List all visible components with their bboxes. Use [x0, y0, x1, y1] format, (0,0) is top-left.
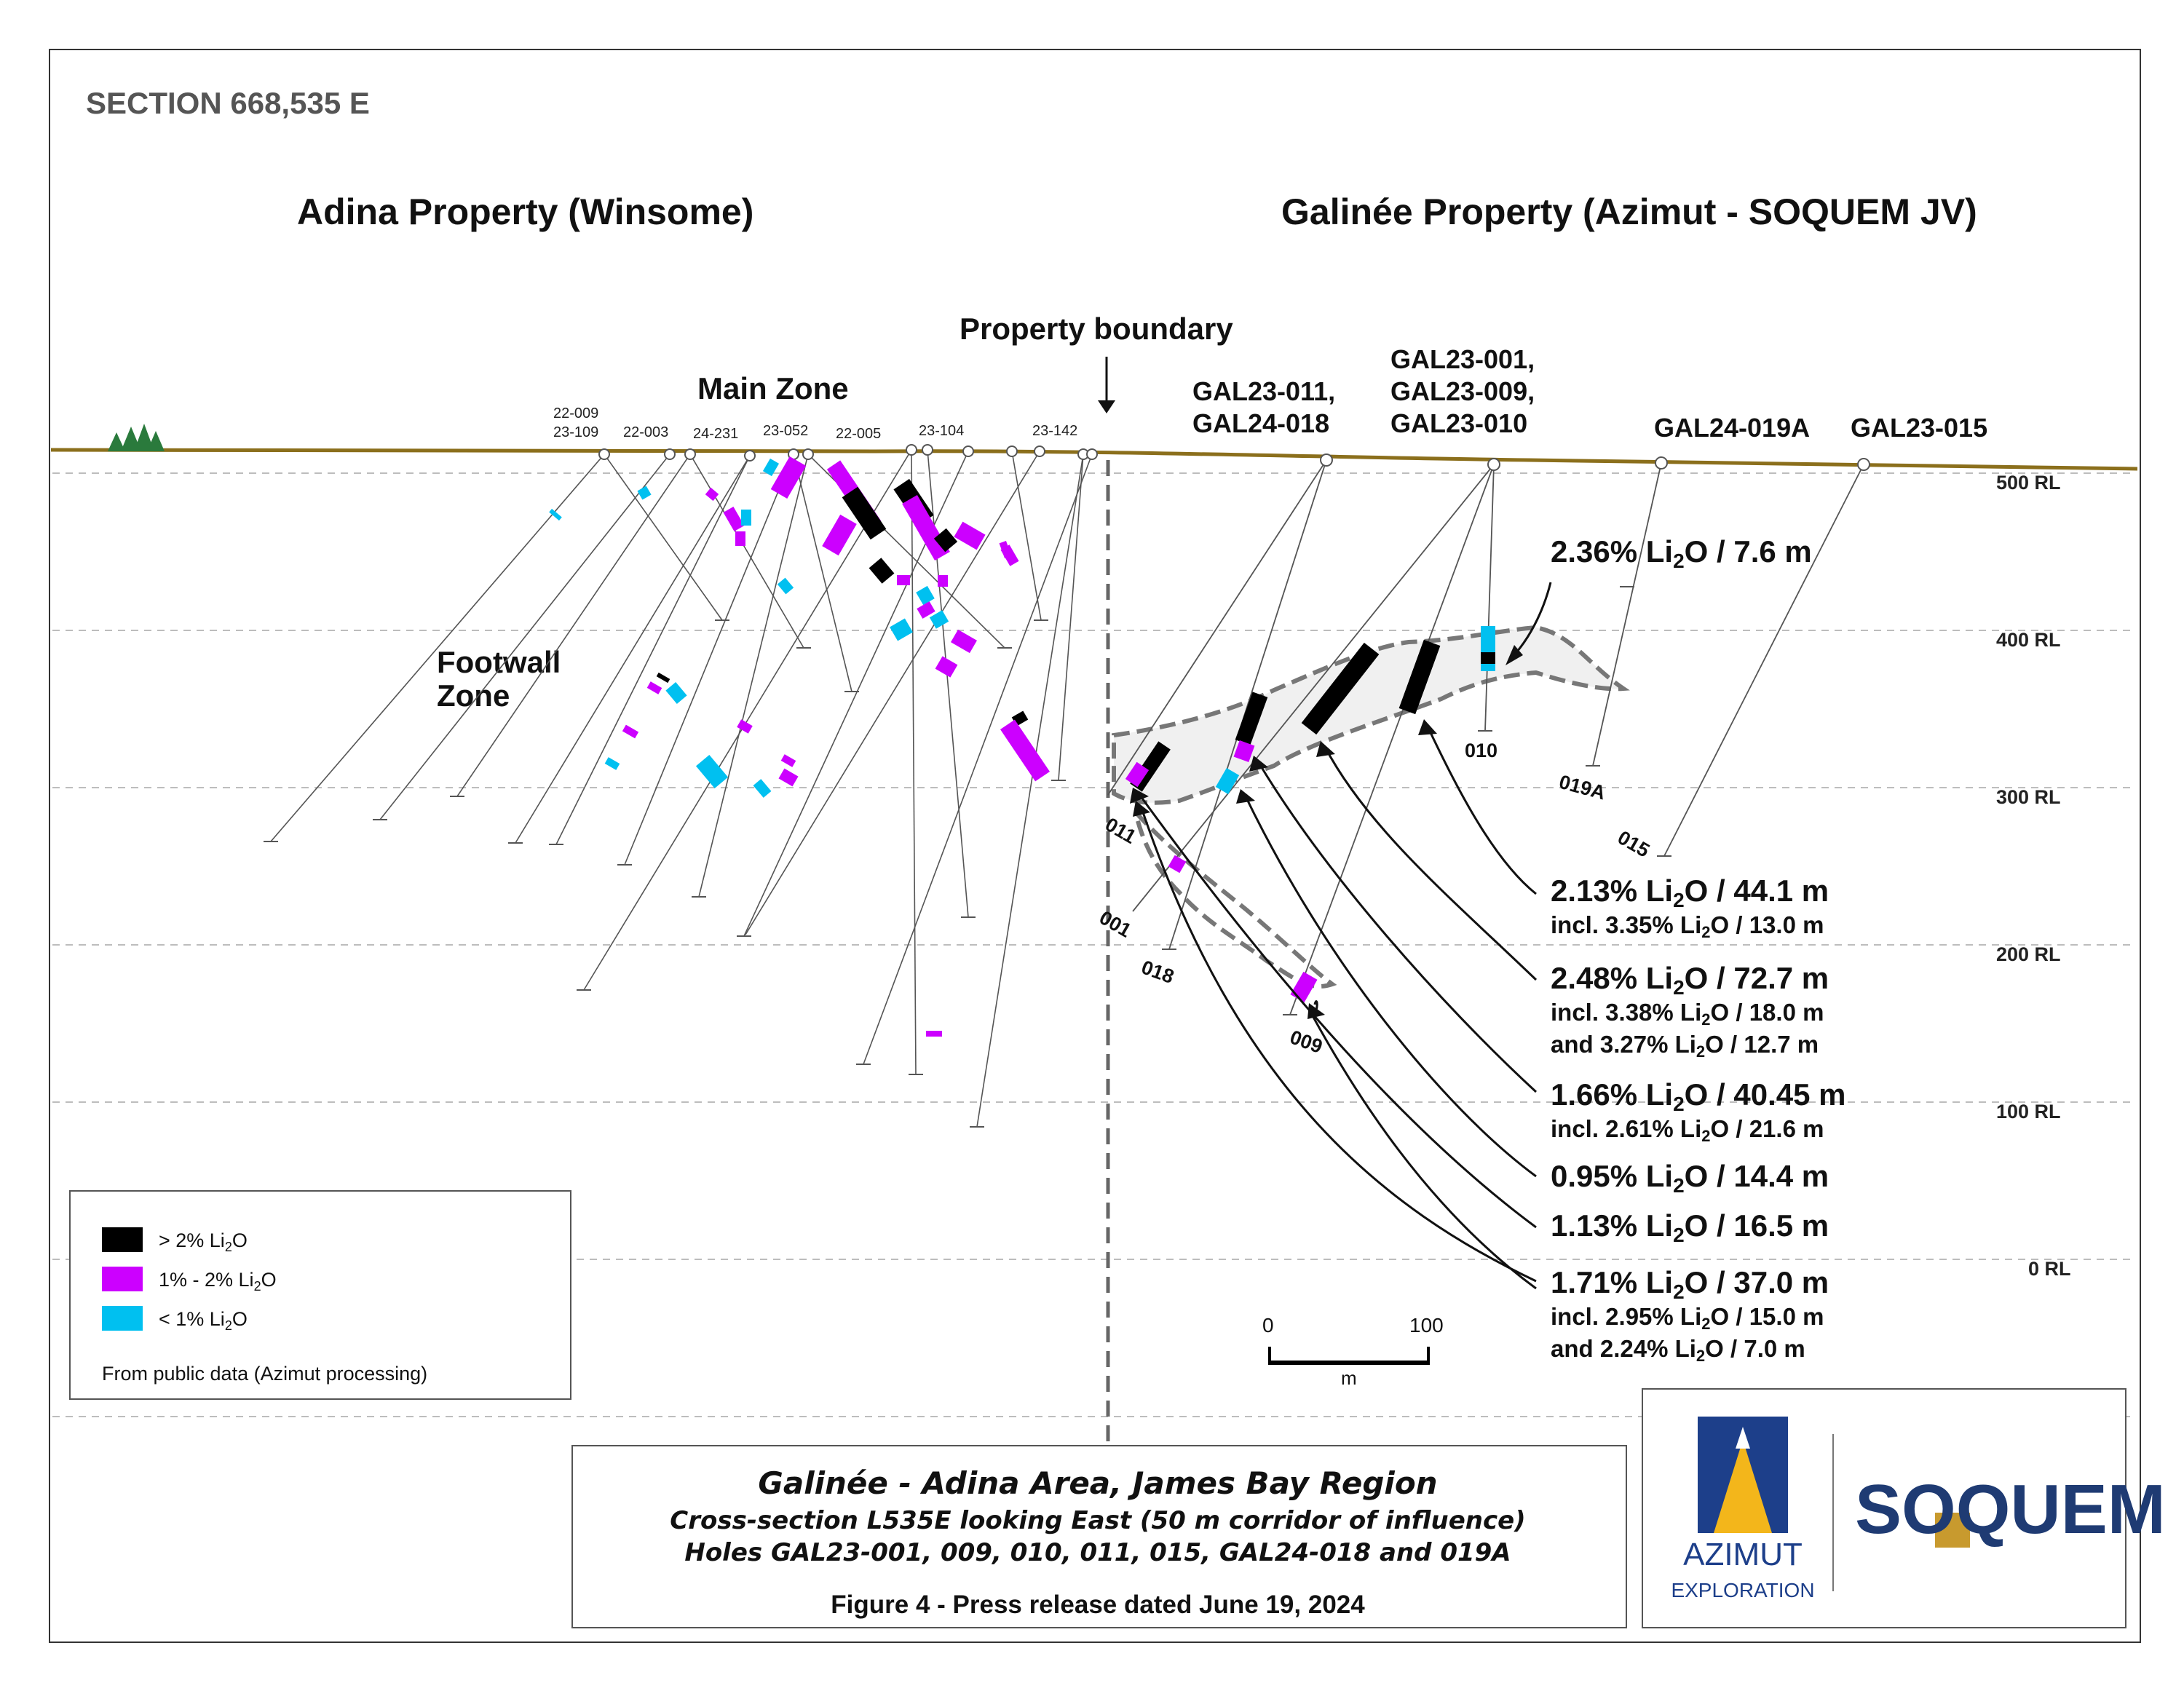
legend-item-label: < 1% Li2O: [159, 1308, 248, 1333]
galinee-hole-label: GAL23-015: [1851, 413, 1987, 443]
callout-curve: [1309, 1011, 1537, 1290]
hole-end-ticks: [264, 619, 1066, 1128]
legend-note: From public data (Azimut processing): [102, 1363, 427, 1385]
legend-swatch-high: [102, 1227, 143, 1252]
hole-end-ticks: [1162, 586, 1671, 1015]
svg-text:EXPLORATION: EXPLORATION: [1671, 1579, 1814, 1601]
rl-label: 0 RL: [2028, 1258, 2071, 1280]
main-zone-label: Main Zone: [697, 371, 849, 405]
galinee-hole-label: GAL23-010: [1390, 408, 1527, 438]
soquem-logo: SOQUEM: [1855, 1470, 2166, 1548]
collar-label: 22-009: [553, 405, 598, 421]
galinee-hole-label: GAL23-001,: [1390, 344, 1535, 374]
footwall-zone-label: Footwall: [437, 645, 561, 679]
galinee-intervals: [1125, 626, 1495, 1003]
logo-box: AZIMUT EXPLORATION SOQUEM: [1642, 1388, 2166, 1628]
topographic-surface: [50, 448, 2138, 471]
intercept-label: 2.36% Li2O / 7.6 m: [1551, 534, 1812, 572]
intercept-label: 1.71% Li2O / 37.0 m: [1551, 1265, 1829, 1303]
collar-label: 23-104: [919, 423, 964, 439]
intercept-label: 1.13% Li2O / 16.5 m: [1551, 1208, 1829, 1246]
galinee-hole-label: GAL24-019A: [1654, 413, 1810, 443]
property-boundary-arrow-icon: [1098, 357, 1115, 413]
intercept-label: 0.95% Li2O / 14.4 m: [1551, 1159, 1829, 1197]
intercept-detail: incl. 2.61% Li2O / 21.6 m: [1551, 1115, 1824, 1145]
collar-label: 22-005: [836, 426, 881, 442]
rl-label: 100 RL: [1996, 1101, 2061, 1122]
galinee-hole-label: GAL24-018: [1192, 408, 1329, 438]
legend-item-label: 1% - 2% Li2O: [159, 1269, 277, 1294]
scale-max: 100: [1409, 1314, 1444, 1336]
intercept-callouts: [1137, 582, 1552, 1283]
scale-min: 0: [1262, 1314, 1274, 1336]
hole-end-label: 010: [1465, 740, 1497, 761]
caption-box: Galinée - Adina Area, James Bay Region C…: [571, 1445, 1627, 1628]
adina-property-title: Adina Property (Winsome): [297, 191, 753, 232]
legend: > 2% Li2O 1% - 2% Li2O < 1% Li2O From pu…: [69, 1190, 571, 1400]
caption-line: Cross-section L535E looking East (50 m c…: [670, 1506, 1525, 1535]
svg-text:SOQUEM: SOQUEM: [1855, 1470, 2166, 1548]
intercept-detail: and 3.27% Li2O / 12.7 m: [1551, 1031, 1819, 1061]
rl-label: 300 RL: [1996, 786, 2061, 808]
collar-label: 23-142: [1032, 423, 1077, 439]
intercept-label: 1.66% Li2O / 40.45 m: [1551, 1077, 1845, 1115]
scale-unit: m: [1341, 1367, 1357, 1389]
rl-label: 400 RL: [1996, 629, 2061, 651]
caption-figure-line: Figure 4 - Press release dated June 19, …: [831, 1591, 1365, 1619]
section-title: SECTION 668,535 E: [86, 86, 370, 120]
rl-label: 200 RL: [1996, 943, 2061, 965]
intercept-labels: 2.36% Li2O / 7.6 m 2.13% Li2O / 44.1 m i…: [1551, 534, 1845, 1365]
scale-bar: 0 100 m: [1262, 1314, 1444, 1389]
trees-icon: [108, 424, 165, 451]
adina-intervals: [549, 456, 1050, 1037]
intercept-label: 2.13% Li2O / 44.1 m: [1551, 874, 1829, 911]
property-boundary-label: Property boundary: [960, 312, 1233, 346]
collar-label: 22-003: [623, 424, 668, 440]
galinee-drill-traces: [1107, 459, 1864, 1015]
legend-item-label: > 2% Li2O: [159, 1229, 248, 1254]
collar-label: 23-109: [553, 424, 598, 440]
intercept-detail: incl. 3.38% Li2O / 18.0 m: [1551, 999, 1824, 1029]
legend-swatch-mid: [102, 1267, 143, 1291]
collar-label: 24-231: [693, 426, 738, 442]
intercept-detail: and 2.24% Li2O / 7.0 m: [1551, 1335, 1805, 1365]
galinee-hole-label: GAL23-009,: [1390, 376, 1535, 406]
svg-text:AZIMUT: AZIMUT: [1683, 1537, 1803, 1572]
callout-arrowhead-icon: [1130, 645, 1523, 1019]
azimut-logo: AZIMUT EXPLORATION: [1671, 1417, 1815, 1601]
galinee-property-title: Galinée Property (Azimut - SOQUEM JV): [1281, 191, 1977, 232]
galinee-collars: [1320, 454, 1870, 471]
legend-swatch-low: [102, 1306, 143, 1331]
footwall-zone-label: Zone: [437, 678, 510, 713]
caption-line: Holes GAL23-001, 009, 010, 011, 015, GAL…: [684, 1538, 1511, 1567]
intercept-detail: incl. 2.95% Li2O / 15.0 m: [1551, 1303, 1824, 1333]
caption-title: Galinée - Adina Area, James Bay Region: [758, 1465, 1437, 1501]
galinee-hole-label: GAL23-011,: [1192, 376, 1335, 406]
adina-collars: [598, 444, 1098, 462]
intercept-detail: incl. 3.35% Li2O / 13.0 m: [1551, 911, 1824, 941]
collar-label: 23-052: [763, 423, 808, 439]
intercept-label: 2.48% Li2O / 72.7 m: [1551, 961, 1829, 999]
rl-label: 500 RL: [1996, 472, 2061, 494]
